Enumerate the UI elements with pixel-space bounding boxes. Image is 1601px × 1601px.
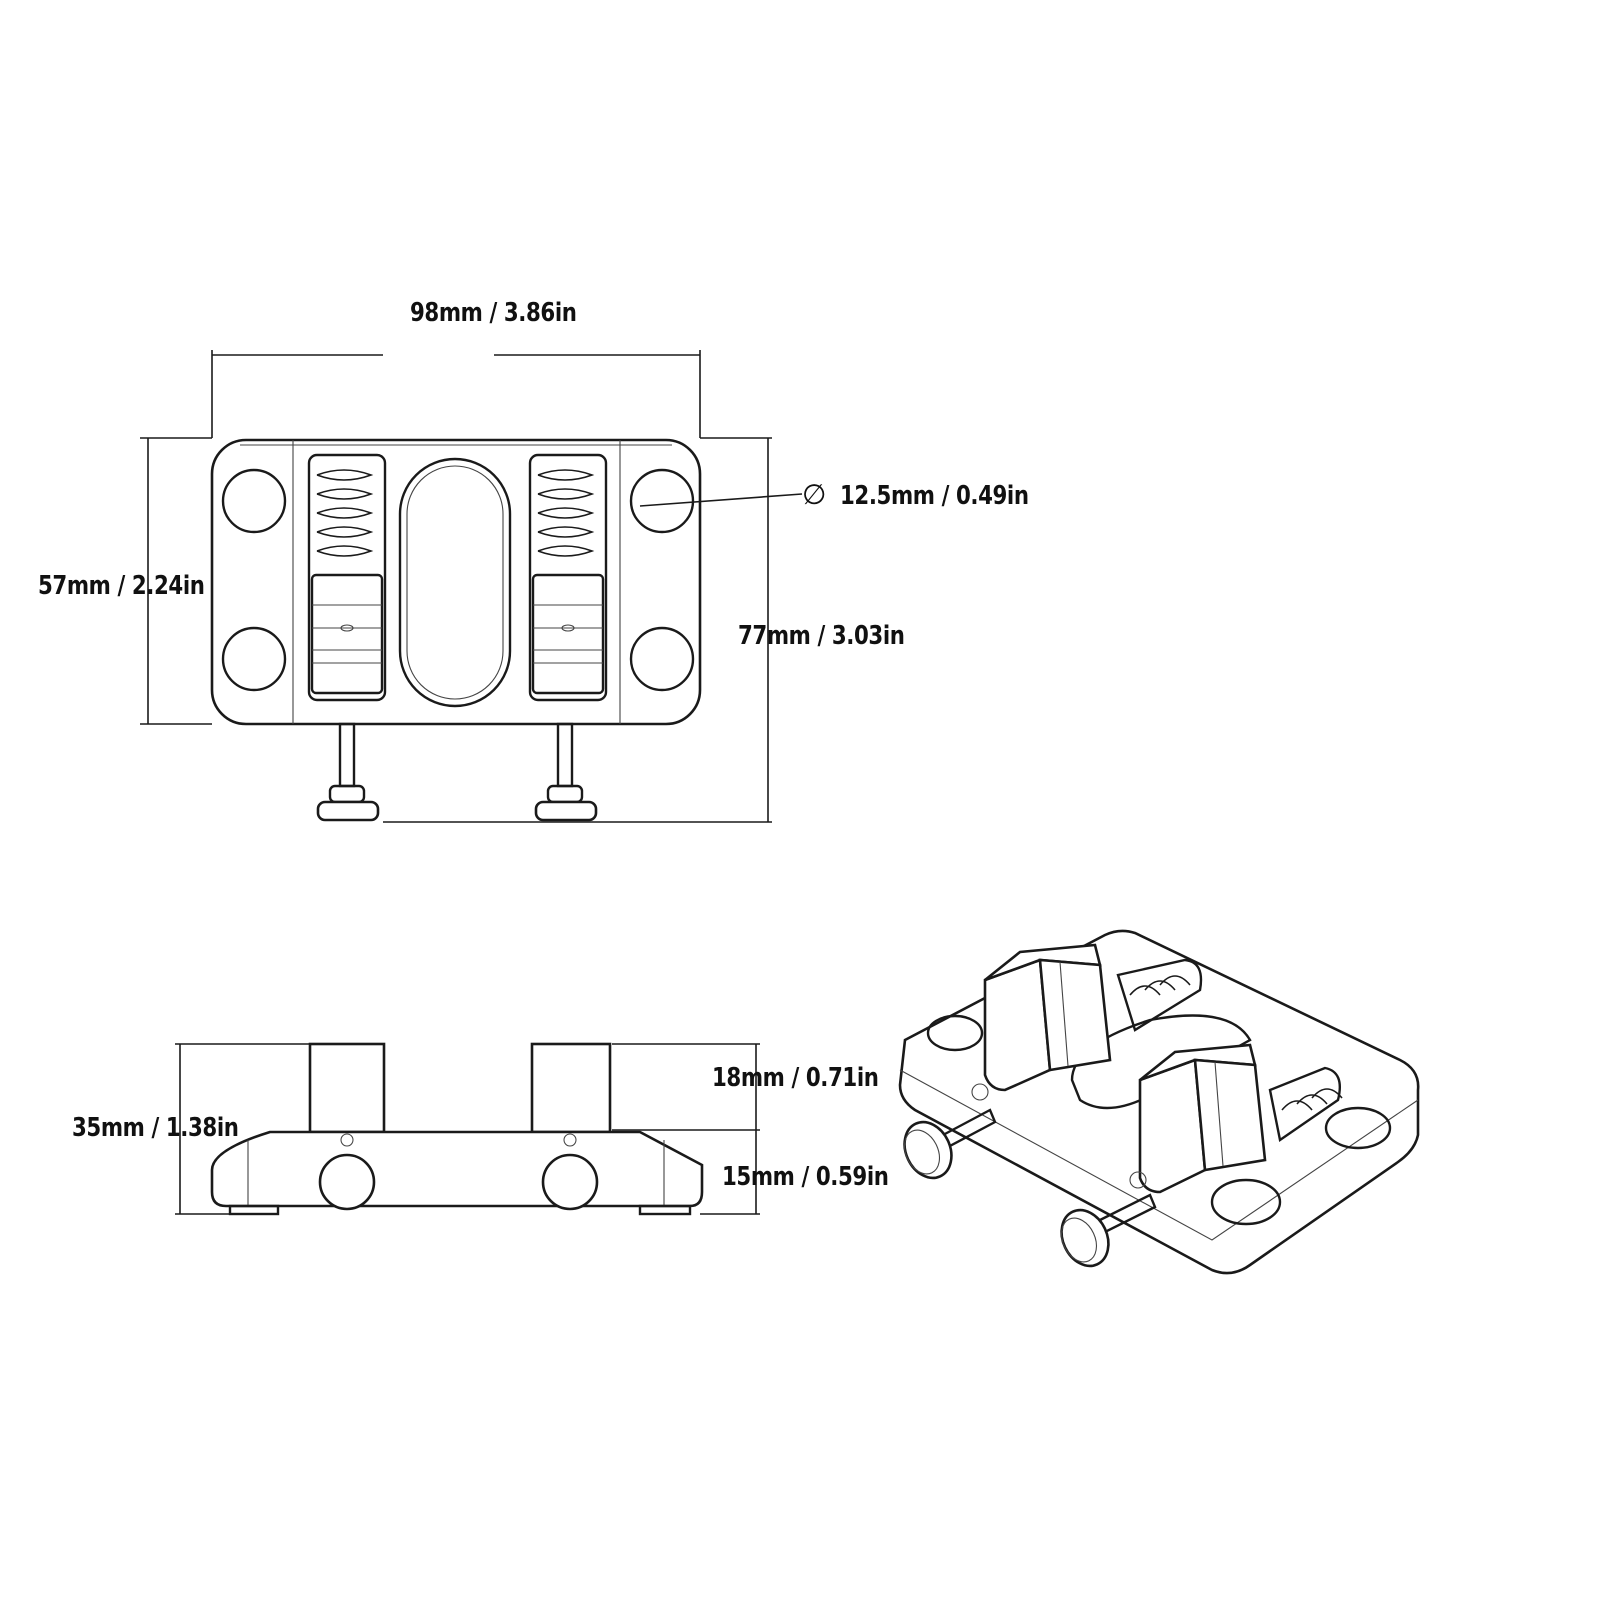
side-foot-left	[228, 1204, 280, 1216]
left-knob-head	[316, 800, 380, 822]
right-spring	[537, 469, 595, 557]
iso-clamp-front-line	[1214, 1061, 1224, 1167]
dim-width-top: 98mm / 3.86in	[410, 298, 577, 328]
iso-knob-2	[1060, 1193, 1157, 1268]
iso-knob-1	[903, 1108, 997, 1180]
iso-pin-2	[1129, 1171, 1147, 1189]
left-knob-neck	[328, 784, 366, 804]
dim-height-base: 15mm / 0.59in	[722, 1162, 889, 1192]
right-knob-head	[534, 800, 598, 822]
side-clamp-left	[308, 1042, 386, 1134]
iso-clamp-back-side	[1038, 958, 1112, 1072]
right-knob	[534, 722, 598, 822]
left-spring	[316, 469, 374, 557]
center-slot-inner	[406, 465, 504, 700]
iso-view	[898, 929, 1420, 1275]
side-base	[210, 1130, 704, 1208]
center-slot	[398, 457, 512, 708]
side-pin-left	[340, 1133, 354, 1147]
iso-hole-2	[1324, 1106, 1392, 1150]
iso-spring-front	[1281, 1088, 1343, 1111]
iso-clamp-back-face	[983, 958, 1052, 1092]
side-pin-right	[563, 1133, 577, 1147]
left-clamp-pin	[340, 624, 354, 632]
side-view	[175, 1042, 760, 1216]
dim-height-side: 35mm / 1.38in	[72, 1113, 239, 1143]
iso-clamp-back-top	[984, 943, 1102, 982]
side-foot-right	[638, 1204, 692, 1216]
iso-channel-front	[1268, 1066, 1342, 1143]
iso-knob-1-face	[903, 1129, 941, 1175]
iso-hole-3	[1210, 1178, 1282, 1226]
mount-hole-tr	[629, 468, 695, 534]
iso-pin-1	[971, 1083, 989, 1101]
right-clamp-block	[531, 573, 605, 695]
right-knob-neck	[546, 784, 584, 804]
iso-hole-1	[926, 1014, 984, 1052]
left-clamp-block	[310, 573, 384, 695]
top-view	[140, 350, 803, 823]
top-plate	[210, 438, 702, 726]
dim-height-clamp: 18mm / 0.71in	[712, 1063, 879, 1093]
dim-height-total: 77mm / 3.03in	[738, 621, 905, 651]
iso-clamp-front-face	[1138, 1058, 1207, 1194]
diameter-symbol: ∅	[802, 478, 827, 511]
side-clamp-right	[530, 1042, 612, 1134]
iso-clamp-front-top	[1139, 1043, 1257, 1082]
side-knob-right	[541, 1153, 599, 1211]
right-channel	[528, 453, 608, 702]
iso-spring-back	[1129, 975, 1191, 996]
iso-clamp-front-side	[1193, 1058, 1267, 1172]
mount-hole-bl	[221, 626, 287, 692]
iso-knob-2-face	[1060, 1217, 1098, 1263]
mount-hole-tl	[221, 468, 287, 534]
left-knob	[316, 722, 380, 822]
iso-clamp-back-line	[1059, 961, 1069, 1067]
right-knob-shaft	[556, 722, 574, 788]
right-clamp-pin	[561, 624, 575, 632]
side-knob-left	[318, 1153, 376, 1211]
left-channel	[307, 453, 387, 702]
dim-height-plate: 57mm / 2.24in	[38, 571, 205, 601]
iso-channel-back	[1116, 958, 1203, 1032]
left-knob-shaft	[338, 722, 356, 788]
dim-hole-diameter: 12.5mm / 0.49in	[840, 481, 1029, 511]
diameter-leader	[639, 493, 803, 507]
mount-hole-br	[629, 626, 695, 692]
